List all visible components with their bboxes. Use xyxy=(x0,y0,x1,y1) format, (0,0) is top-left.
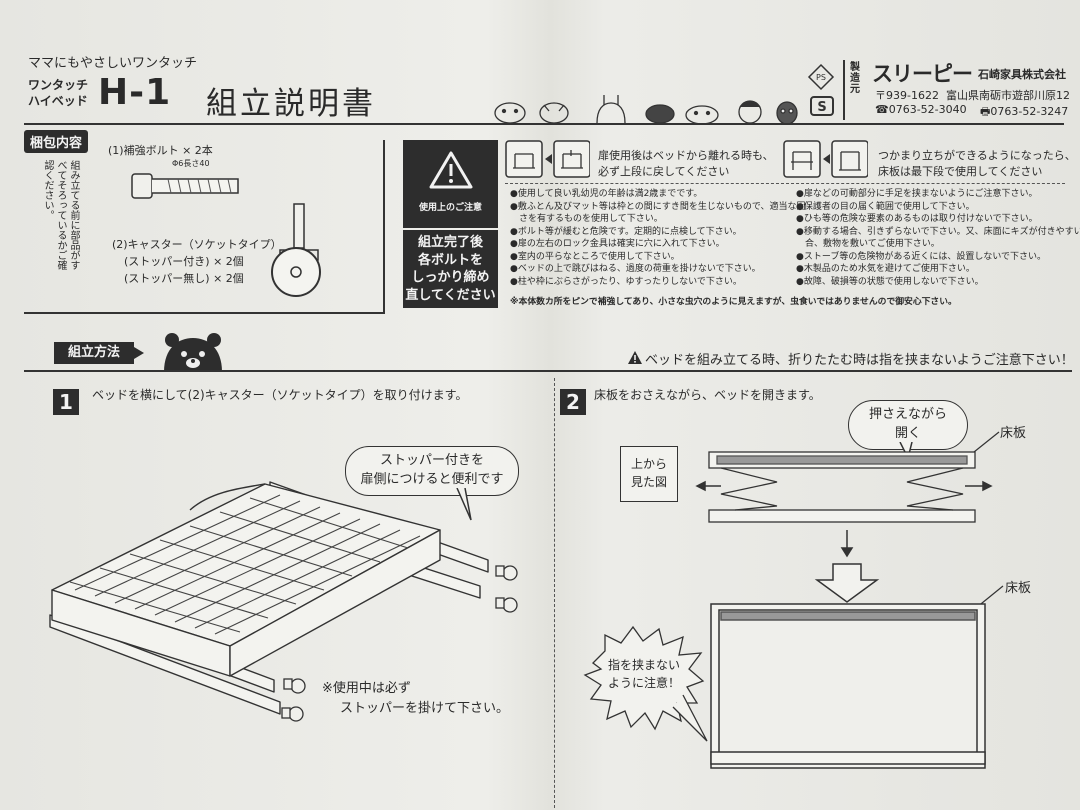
top-view-label: 上から 見た図 xyxy=(620,446,678,502)
caster-icon xyxy=(271,203,321,297)
page-title: 組立説明書 xyxy=(206,86,376,122)
caster-without-stopper: (ストッパー無し) × 2個 xyxy=(124,272,244,285)
standing-illustration xyxy=(783,140,868,178)
caution-footnote: ※本体数カ所をピンで補強してあり、小さな虫穴のように見えますが、虫食いではありま… xyxy=(510,297,957,307)
caution-item: ●故障、破損等の状態で使用しないで下さい。 xyxy=(796,276,984,287)
door-note-line1: 扉使用後はベッドから離れる時も、 xyxy=(598,149,774,162)
standing-note-line1: つかまり立ちができるようになったら、 xyxy=(878,149,1076,162)
pinch-warning-text: 指を挟まない ように注意！ xyxy=(607,658,680,690)
svg-text:PS: PS xyxy=(816,73,826,82)
arrow-right-icon xyxy=(134,347,144,359)
contents-border-right xyxy=(383,140,385,312)
door-note-line2: 必ず上段に戻してください xyxy=(598,165,730,178)
postal-code: 〒939-1622 xyxy=(875,89,939,102)
model-subtitle-1: ワンタッチ xyxy=(28,78,89,92)
caster-with-stopper: (ストッパー付き) × 2個 xyxy=(124,255,244,268)
company-address: 富山県南砺市遊部川原12 xyxy=(946,89,1070,102)
step1-number: 1 xyxy=(53,389,79,415)
model-subtitle-2: ハイベッド xyxy=(28,94,88,108)
step2-instruction: 床板をおさえながら、ベッドを開きます。 xyxy=(594,388,821,402)
fax-number: 🖶0763-52-3247 xyxy=(980,105,1069,118)
animal-strip-icon xyxy=(494,95,798,125)
bed-side-illustration xyxy=(49,481,518,722)
method-label: 組立方法 xyxy=(54,342,134,364)
step1-instruction: ベッドを横にして(2)キャスター（ソケットタイプ）を取り付けます。 xyxy=(92,388,468,402)
company-name: 石崎家具株式会社 xyxy=(978,68,1066,81)
caution-item: ●室内の平らなところで使用して下さい。 xyxy=(510,251,680,262)
caution-list-left: ●使用して良い乳幼児の年齢は満2歳までです。 ●敷ふとん及びマット等は枠との間に… xyxy=(510,188,806,288)
phone-number: ☎0763-52-3040 xyxy=(875,103,967,116)
caution-item: ●敷ふとん及びマット等は枠との間にすき間を生じないもので、適当な固 xyxy=(510,201,806,212)
caution-item: ●ボルト等が緩むと危険です。定期的に点検して下さい。 xyxy=(510,226,742,237)
caution-item: ●木製品のため水気を避けてご使用下さい。 xyxy=(796,264,975,274)
caution-item: ●扉などの可動部分に手足を挟まないようにご注意下さい。 xyxy=(796,189,1038,199)
caution-box: 使用上のご注意 xyxy=(403,140,498,228)
step1-note-line2: ストッパーを掛けて下さい。 xyxy=(340,701,510,716)
tagline: ママにもやさしいワンタッチ xyxy=(28,56,198,71)
caution-item: ●保護者の目の届く範囲で使用して下さい。 xyxy=(796,201,975,212)
standing-note-line2: 床板は最下段で使用してください xyxy=(878,165,1043,178)
contents-label: 梱包内容 xyxy=(24,130,89,153)
caution-list-right: ●扉などの可動部分に手足を挟まないようにご注意下さい。 ●保護者の目の届く範囲で… xyxy=(796,188,1080,288)
contents-side-note: 組み立てる前に部品がすべてそろっているかご確認ください。 xyxy=(42,160,79,270)
header-rule xyxy=(24,123,1064,125)
assembly-retighten-note: 組立完了後 各ボルトを しっかり締め 直してください xyxy=(403,230,498,308)
steps-divider xyxy=(554,378,555,808)
caution-item: ●ストーブ等の危険物がある近くには、設置しないで下さい。 xyxy=(796,251,1047,262)
warning-icon xyxy=(429,151,473,189)
door-usage-illustration xyxy=(505,140,590,178)
step1-note-line1: ※使用中は必ず xyxy=(322,681,411,696)
warning-small-icon xyxy=(628,351,642,364)
caution-item: 合、敷物を敷いてご使用下さい。 xyxy=(796,239,940,249)
bolt-spec: Φ6長さ40 xyxy=(172,159,210,168)
caution-box-label: 使用上のご注意 xyxy=(418,203,482,213)
pinch-warning-burst xyxy=(583,625,708,742)
caution-item: ●柱や枠にぶらさがったり、ゆすったりしないで下さい。 xyxy=(510,276,742,287)
pinch-warning-banner: ベッドを組み立てる時、折りたたむ時は指を挟まないようご注意下さい！ xyxy=(645,353,1074,368)
sg-mark-icon: S xyxy=(810,96,834,116)
step2-number: 2 xyxy=(560,389,586,415)
floor-label-top: 床板 xyxy=(1000,426,1027,441)
method-rule xyxy=(24,370,1072,372)
caution-item: さを有するものを使用して下さい。 xyxy=(510,214,663,224)
brand-logo: スリーピー xyxy=(872,62,973,86)
caution-item: ●ベッドの上で跳びはねる、過度の荷重を掛けないで下さい。 xyxy=(510,264,761,274)
caution-divider xyxy=(505,183,1065,184)
maker-label: 製造元 xyxy=(850,62,860,95)
psc-mark-icon: PS xyxy=(807,63,835,91)
caution-item: ●ひも等の危険な要素のあるものは取り付けないで下さい。 xyxy=(796,214,1038,224)
caster-label: (2)キャスター（ソケットタイプ） xyxy=(112,238,282,251)
bed-topview-final-illustration xyxy=(710,603,986,769)
contents-border-bottom xyxy=(24,312,385,314)
caution-item: ●扉の左右のロック金具は確実に穴に入れて下さい。 xyxy=(510,239,725,249)
floor-label-bottom: 床板 xyxy=(1005,581,1032,596)
caution-item: ●移動する場合、引きずらないで下さい。又、床面にキズが付きやすい場 xyxy=(796,226,1080,237)
bed-topview-open-illustration xyxy=(695,451,993,603)
logo-divider xyxy=(843,60,845,120)
step2-bubble: 押さえながら 開く xyxy=(848,400,968,450)
model-name: H-1 xyxy=(98,72,172,113)
step1-bubble-tail xyxy=(456,488,472,521)
bear-icon xyxy=(164,333,222,372)
caution-item: ●使用して良い乳幼児の年齢は満2歳までです。 xyxy=(510,189,703,199)
step1-bubble: ストッパー付きを 扉側につけると便利です xyxy=(345,446,519,496)
bolt-icon xyxy=(131,173,239,199)
svg-text:S: S xyxy=(817,100,826,115)
bolt-label: (1)補強ボルト × 2本 xyxy=(108,144,213,157)
